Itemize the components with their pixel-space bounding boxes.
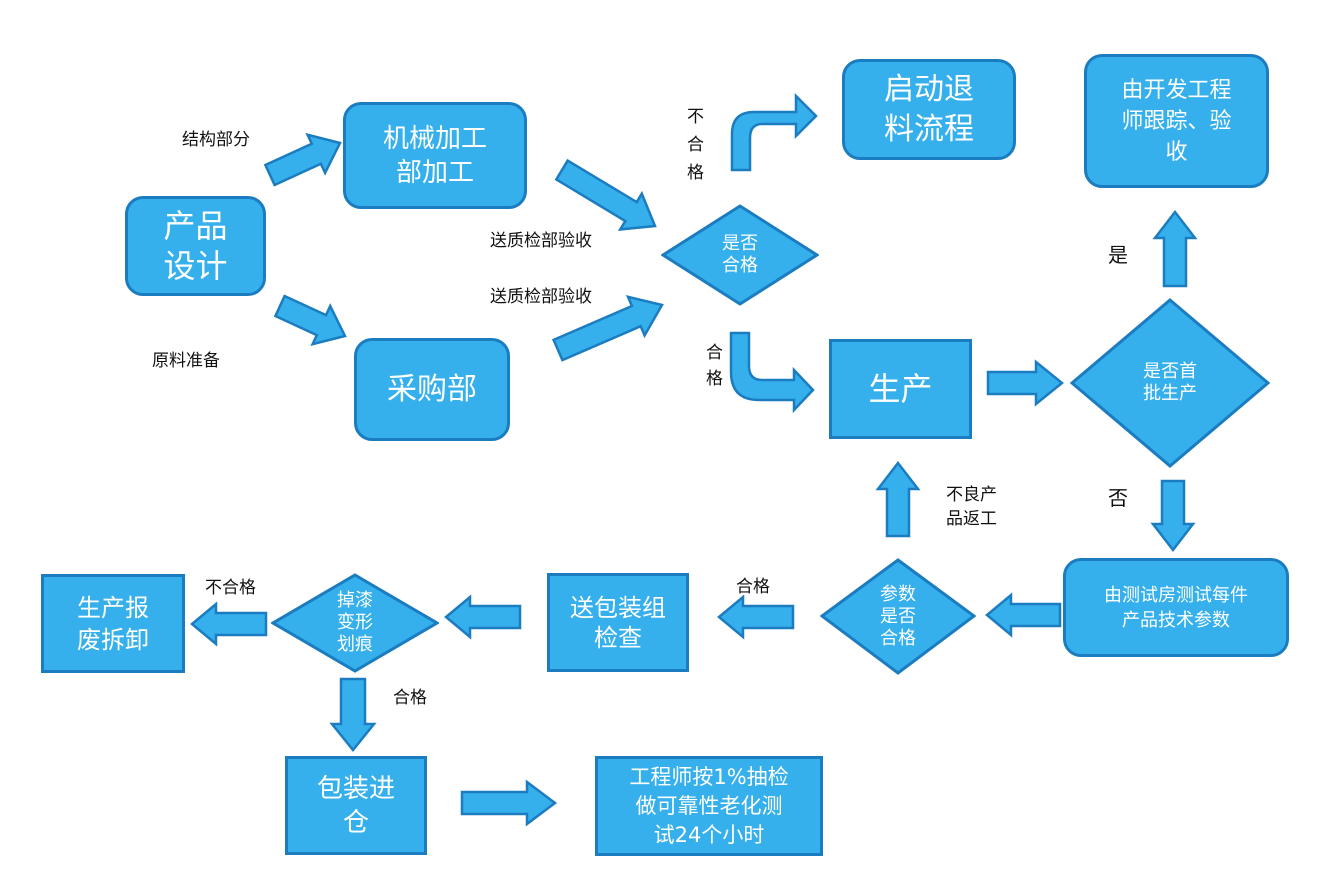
materials-label: 原料准备 (152, 351, 220, 371)
test-room-box: 由测试房测试每件 产品技术参数 (1063, 558, 1289, 657)
qualified-check-diamond: 是否 合格 (661, 204, 819, 306)
production-box: 生产 (829, 339, 972, 439)
pack-store-box: 包装进 仓 (285, 756, 427, 855)
arrow-fail-to-return (730, 92, 818, 172)
arrow-store-to-aging (460, 779, 558, 827)
purchasing-box: 采购部 (354, 338, 510, 441)
not-qualified-left-label: 不合格 (205, 578, 256, 598)
param-check-label: 参数 是否 合格 (880, 583, 916, 649)
arrow-machining-to-check (554, 158, 657, 231)
arrow-no-down (1150, 479, 1196, 553)
packaging-check-box: 送包装组 检查 (547, 573, 689, 672)
arrow-design-to-purchasing (273, 294, 347, 347)
arrow-pass-to-production (729, 331, 815, 414)
first-batch-label: 是否首 批生产 (1143, 361, 1197, 404)
arrow-yes-up (1152, 209, 1198, 288)
yes-label: 是 (1108, 243, 1128, 267)
rework-label: 不良产 品返工 (946, 485, 997, 529)
return-process-box: 启动退 料流程 (842, 59, 1016, 160)
arrow-param-to-production (875, 460, 921, 538)
arrow-paint-to-store (329, 677, 377, 752)
paint-check-diamond: 掉漆 变形 划痕 (271, 573, 439, 673)
qualified-bottom-label: 合格 (393, 688, 427, 708)
arrow-purchasing-to-check (551, 295, 664, 362)
send-qc-label-1: 送质检部验收 (490, 231, 592, 251)
scrap-box: 生产报 废拆卸 (41, 574, 185, 673)
dev-engineer-box: 由开发工程 师跟踪、验 收 (1084, 54, 1269, 188)
first-batch-diamond: 是否首 批生产 (1070, 298, 1270, 468)
qualified-check-label: 是否 合格 (722, 233, 758, 276)
machining-box: 机械加工 部加工 (343, 102, 527, 209)
no-label: 否 (1108, 486, 1128, 510)
arrow-param-to-packaging (717, 594, 795, 640)
structure-label: 结构部分 (182, 130, 250, 150)
aging-test-box: 工程师按1%抽检 做可靠性老化测 试24个小时 (595, 756, 823, 856)
qualified-param-label: 合格 (736, 577, 770, 597)
send-qc-label-2: 送质检部验收 (490, 287, 592, 307)
param-check-diamond: 参数 是否 合格 (820, 558, 976, 675)
qualified-mid-label: 合 格 (706, 343, 723, 389)
arrow-production-to-first-batch (986, 359, 1064, 407)
paint-check-label: 掉漆 变形 划痕 (337, 590, 373, 655)
arrow-design-to-machining (263, 132, 342, 187)
not-qualified-top-label: 不 合 格 (687, 107, 704, 183)
arrow-paint-to-scrap (190, 601, 268, 647)
arrow-packaging-to-paint (444, 594, 522, 640)
product-design-box: 产品 设计 (125, 196, 266, 296)
arrow-test-to-param (985, 592, 1062, 638)
